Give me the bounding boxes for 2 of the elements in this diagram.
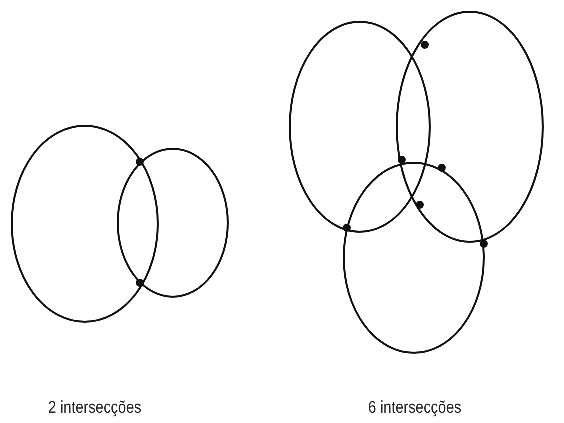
- caption-text: 2 intersecções: [47, 398, 143, 418]
- caption-text: 6 intersecções: [367, 398, 463, 418]
